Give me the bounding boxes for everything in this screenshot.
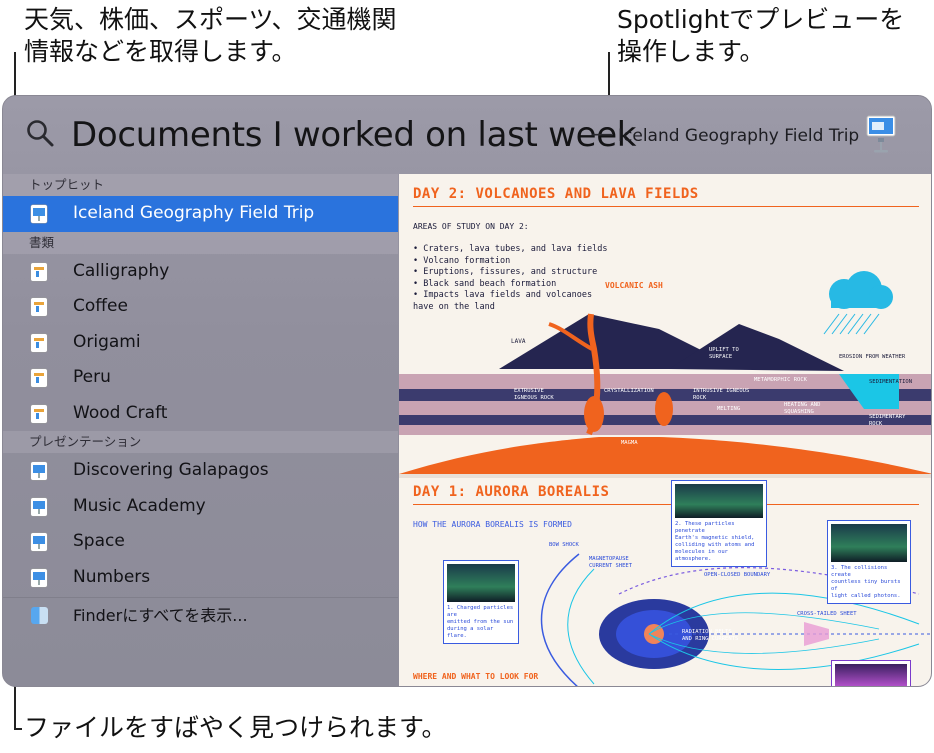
label-bow-shock: BOW SHOCK: [549, 542, 579, 548]
aurora-photo: [831, 524, 907, 562]
label-extrusive: EXTRUSIVE IGNEOUS ROCK: [514, 388, 554, 401]
result-item-peru[interactable]: Peru: [3, 360, 398, 396]
result-item-label: Coffee: [73, 296, 128, 316]
result-item-label: Numbers: [73, 566, 151, 587]
callout-preview: Spotlightでプレビューを 操作します。: [617, 5, 905, 66]
result-item-label: Peru: [73, 367, 111, 387]
label-sedimentation: SEDIMENTATION: [869, 379, 913, 385]
finder-label: Finderにすべてを表示...: [73, 606, 248, 625]
result-item-iceland[interactable]: Iceland Geography Field Trip: [3, 196, 398, 232]
label-metamorphic: METAMORPHIC ROCK: [754, 377, 807, 383]
result-item-coffee[interactable]: Coffee: [3, 289, 398, 325]
label-erosion: EROSION FROM WEATHER: [839, 354, 906, 360]
result-item-label: Iceland Geography Field Trip: [73, 203, 315, 223]
day1-bottom-heading: WHERE AND WHAT TO LOOK FOR: [413, 672, 539, 681]
aurora-photo-bottom: [831, 660, 911, 686]
label-heating: HEATING AND SQUASHING: [784, 402, 821, 415]
pages-file-icon: [31, 404, 47, 423]
search-bar[interactable]: Documents I worked on last week — Icelan…: [3, 96, 931, 174]
label-radiation: RADIATION BELTS AND RING CURRENTS: [682, 629, 739, 642]
aurora-diagram: [540, 553, 931, 686]
spotlight-window: Documents I worked on last week — Icelan…: [2, 95, 932, 687]
label-magnetopause: MAGNETOPAUSE CURRENT SHEET: [589, 556, 633, 569]
label-intrusive: INTRUSIVE IGNEOUS ROCK: [693, 388, 750, 401]
label-magma: MAGMA: [621, 440, 638, 446]
result-item-label: Calligraphy: [73, 260, 170, 281]
aurora-step-2: 2. These particles penetrate Earth's mag…: [671, 480, 767, 567]
result-item-numbers[interactable]: Numbers: [3, 560, 398, 596]
document-preview[interactable]: DAY 2: VOLCANOES AND LAVA FIELDS AREAS O…: [399, 174, 931, 686]
day2-subtitle: AREAS OF STUDY ON DAY 2:: [413, 222, 529, 231]
keynote-file-icon: [31, 568, 47, 587]
result-item-label: Space: [73, 531, 125, 551]
aurora-photo: [675, 484, 763, 518]
label-crystallization: CRYSTALLIZATION: [604, 388, 654, 394]
keynote-file-icon: [31, 462, 47, 480]
pages-file-icon: [31, 298, 47, 316]
result-item-label: Discovering Galapagos: [73, 460, 269, 480]
search-query[interactable]: Documents I worked on last week: [71, 115, 637, 155]
day1-rule: [413, 504, 919, 505]
label-sedimentary: SEDIMENTARY ROCK: [869, 414, 906, 427]
keynote-file-icon: [31, 533, 47, 551]
section-header-documents: 書類: [3, 231, 398, 254]
day1-title: DAY 1: AURORA BOREALIS: [413, 484, 610, 500]
label-melting: MELTING: [717, 406, 741, 412]
aurora-photo: [447, 564, 515, 602]
label-uplift: UPLIFT TO SURFACE: [709, 347, 739, 360]
caption-step-1: 1. Charged particles are emitted from th…: [447, 605, 514, 639]
caption-step-2: 2. These particles penetrate Earth's mag…: [675, 521, 755, 562]
aurora-step-1: 1. Charged particles are emitted from th…: [443, 560, 519, 644]
cloud-icon: [823, 271, 893, 335]
day2-bullets: • Craters, lava tubes, and lava fields •…: [413, 244, 608, 312]
show-all-in-finder[interactable]: Finderにすべてを表示...: [3, 598, 398, 634]
callout-find-files: ファイルをすばやく見つけられます。: [24, 713, 447, 742]
keynote-file-icon: [31, 497, 47, 516]
divider: [3, 597, 398, 598]
magnifier-icon: [27, 120, 54, 147]
day1-subtitle: HOW THE AURORA BOREALIS IS FORMED: [413, 520, 572, 529]
section-header-top-hits: トップヒット: [3, 174, 398, 196]
pages-file-icon: [31, 262, 47, 281]
result-item-label: Wood Craft: [73, 402, 168, 423]
callout-info: 天気、株価、スポーツ、交通機関 情報などを取得します。: [24, 5, 397, 66]
result-item-calligraphy[interactable]: Calligraphy: [3, 254, 398, 290]
label-lava: LAVA: [511, 338, 526, 345]
result-item-wood-craft[interactable]: Wood Craft: [3, 396, 398, 432]
pages-file-icon: [31, 333, 47, 352]
keynote-file-icon: [31, 205, 47, 223]
section-header-presentations: プレゼンテーション: [3, 431, 398, 453]
keynote-icon: [866, 115, 896, 153]
pages-file-icon: [31, 369, 47, 387]
label-volcanic-ash: VOLCANIC ASH: [605, 281, 663, 290]
label-cross-tailed: CROSS-TAILED SHEET: [797, 611, 857, 617]
day2-title: DAY 2: VOLCANOES AND LAVA FIELDS: [413, 186, 699, 202]
result-item-galapagos[interactable]: Discovering Galapagos: [3, 453, 398, 489]
aurora-photo: [835, 664, 907, 686]
result-item-label: Origami: [73, 331, 141, 352]
aurora-step-3: 3. The collisions create countless tiny …: [827, 520, 911, 604]
results-sidebar: トップヒット Iceland Geography Field Trip 書類 C…: [3, 174, 398, 686]
volcano-diagram: [399, 271, 931, 474]
day2-rule: [413, 206, 919, 207]
leader-line-files-tick: [14, 728, 22, 730]
result-item-origami[interactable]: Origami: [3, 325, 398, 361]
finder-icon: [31, 607, 48, 624]
title-separator: —: [591, 122, 613, 147]
result-item-label: Music Academy: [73, 495, 206, 516]
page-break: [399, 474, 931, 478]
result-item-music-academy[interactable]: Music Academy: [3, 489, 398, 525]
caption-step-3: 3. The collisions create countless tiny …: [831, 565, 901, 599]
label-open-closed: OPEN-CLOSED BOUNDARY: [704, 572, 771, 578]
result-item-space[interactable]: Space: [3, 524, 398, 560]
preview-title: Iceland Geography Field Trip: [618, 126, 860, 146]
